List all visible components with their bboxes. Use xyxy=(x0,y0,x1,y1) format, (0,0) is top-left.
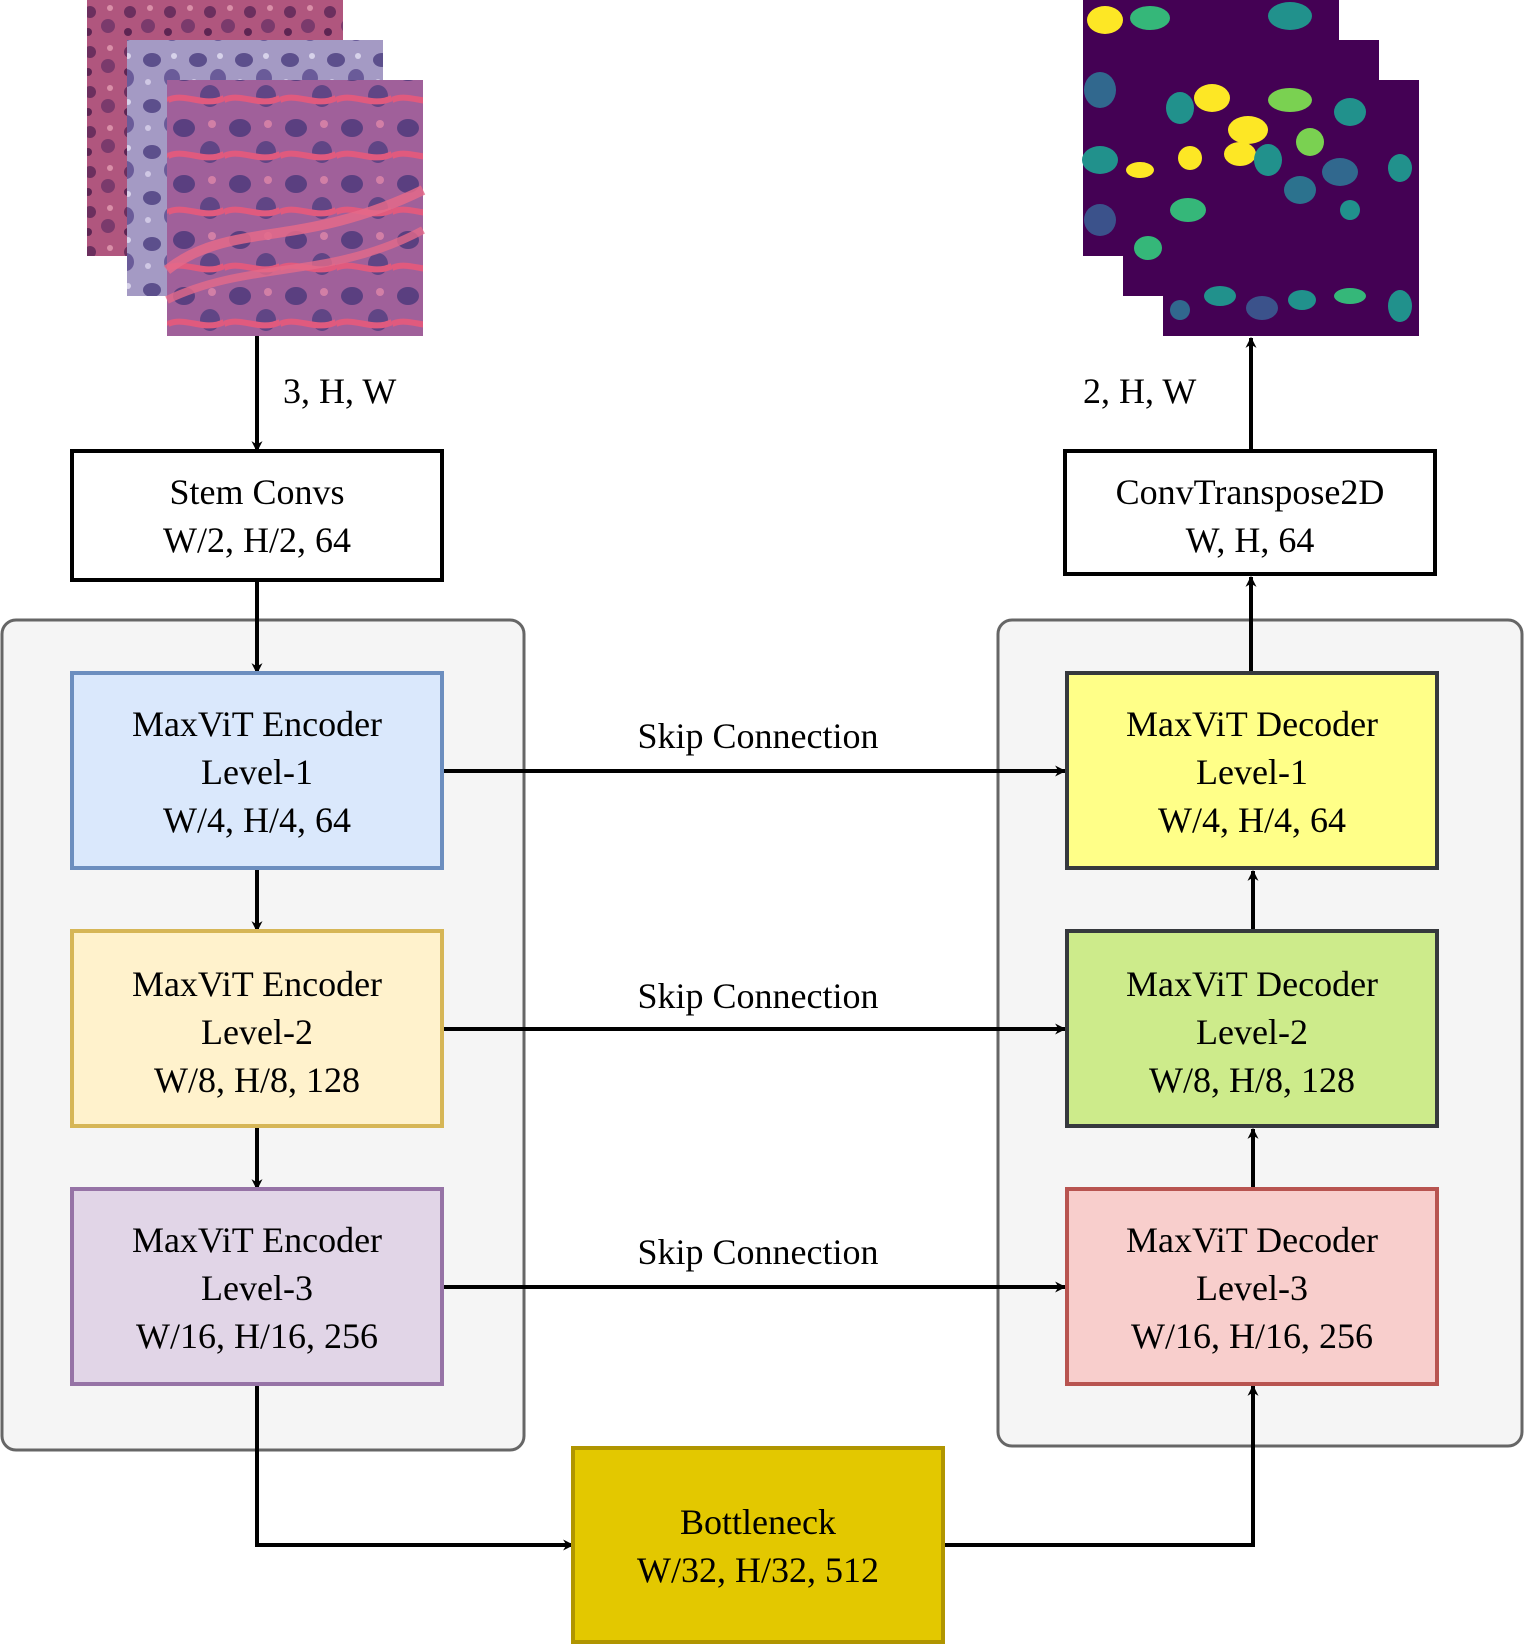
skip-connection-1-label: Skip Connection xyxy=(638,716,879,756)
encoder-level-2-node: MaxViT Encoder Level-2 W/8, H/8, 128 xyxy=(70,929,444,1128)
encoder-level-2-title: MaxViT Encoder xyxy=(132,964,382,1004)
decoder-level-2-title: MaxViT Decoder xyxy=(1126,964,1378,1004)
convtranspose-box xyxy=(1063,449,1437,576)
bottleneck-node: Bottleneck W/32, H/32, 512 xyxy=(571,1446,945,1644)
decoder-level-3-level: Level-3 xyxy=(1196,1268,1308,1308)
decoder-level-3-node: MaxViT Decoder Level-3 W/16, H/16, 256 xyxy=(1065,1187,1439,1386)
stem-convs-box xyxy=(70,449,444,582)
convtranspose-shape: W, H, 64 xyxy=(1186,520,1315,560)
stem-convs-title: Stem Convs xyxy=(169,472,344,512)
input-image-stack xyxy=(87,0,426,336)
tissue-fiber xyxy=(165,226,425,304)
bottleneck-box xyxy=(571,1446,945,1644)
encoder-level-3-node: MaxViT Encoder Level-3 W/16, H/16, 256 xyxy=(70,1187,444,1386)
decoder-level-1-node: MaxViT Decoder Level-1 W/4, H/4, 64 xyxy=(1065,671,1439,870)
bottleneck-title: Bottleneck xyxy=(680,1502,836,1542)
output-shape-label: 2, H, W xyxy=(1083,371,1196,411)
decoder-level-3-box xyxy=(1065,1187,1439,1386)
decoder-level-2-node: MaxViT Decoder Level-2 W/8, H/8, 128 xyxy=(1065,929,1439,1128)
bottleneck-shape: W/32, H/32, 512 xyxy=(637,1550,879,1590)
encoder-level-1-level: Level-1 xyxy=(201,752,313,792)
decoder-level-1-title: MaxViT Decoder xyxy=(1126,704,1378,744)
encoder-level-3-box xyxy=(70,1187,444,1386)
decoder-level-1-level: Level-1 xyxy=(1196,752,1308,792)
output-mask-stack xyxy=(1082,0,1419,336)
decoder-level-1-shape: W/4, H/4, 64 xyxy=(1158,800,1346,840)
convtranspose-title: ConvTranspose2D xyxy=(1116,472,1385,512)
convtranspose-node: ConvTranspose2D W, H, 64 xyxy=(1063,449,1437,576)
decoder-level-3-shape: W/16, H/16, 256 xyxy=(1131,1316,1373,1356)
stem-convs-node: Stem Convs W/2, H/2, 64 xyxy=(70,449,444,582)
decoder-level-2-level: Level-2 xyxy=(1196,1012,1308,1052)
skip-connection-3-label: Skip Connection xyxy=(638,1232,879,1272)
encoder-level-1-node: MaxViT Encoder Level-1 W/4, H/4, 64 xyxy=(70,671,444,870)
encoder-level-3-title: MaxViT Encoder xyxy=(132,1220,382,1260)
edges xyxy=(251,336,1259,1551)
bottleneck-to-decoder3-arrow xyxy=(943,1384,1259,1547)
encoder-level-2-shape: W/8, H/8, 128 xyxy=(154,1060,360,1100)
encoder-level-3-level: Level-3 xyxy=(201,1268,313,1308)
stem-convs-shape: W/2, H/2, 64 xyxy=(163,520,351,560)
skip-connection-2-label: Skip Connection xyxy=(638,976,879,1016)
decoder-level-3-title: MaxViT Decoder xyxy=(1126,1220,1378,1260)
encoder-level-1-box xyxy=(70,671,444,870)
input-shape-label: 3, H, W xyxy=(283,371,396,411)
encoder-level-3-shape: W/16, H/16, 256 xyxy=(136,1316,378,1356)
decoder-level-2-shape: W/8, H/8, 128 xyxy=(1149,1060,1355,1100)
mask-blobs xyxy=(1082,2,1412,322)
encoder3-to-bottleneck-arrow xyxy=(255,1384,575,1551)
decoder-level-2-box xyxy=(1065,929,1439,1128)
encoder-level-1-shape: W/4, H/4, 64 xyxy=(163,800,351,840)
encoder-level-2-box xyxy=(70,929,444,1128)
tissue-fiber xyxy=(163,185,426,274)
decoder-level-1-box xyxy=(1065,671,1439,870)
encoder-level-1-title: MaxViT Encoder xyxy=(132,704,382,744)
encoder-level-2-level: Level-2 xyxy=(201,1012,313,1052)
